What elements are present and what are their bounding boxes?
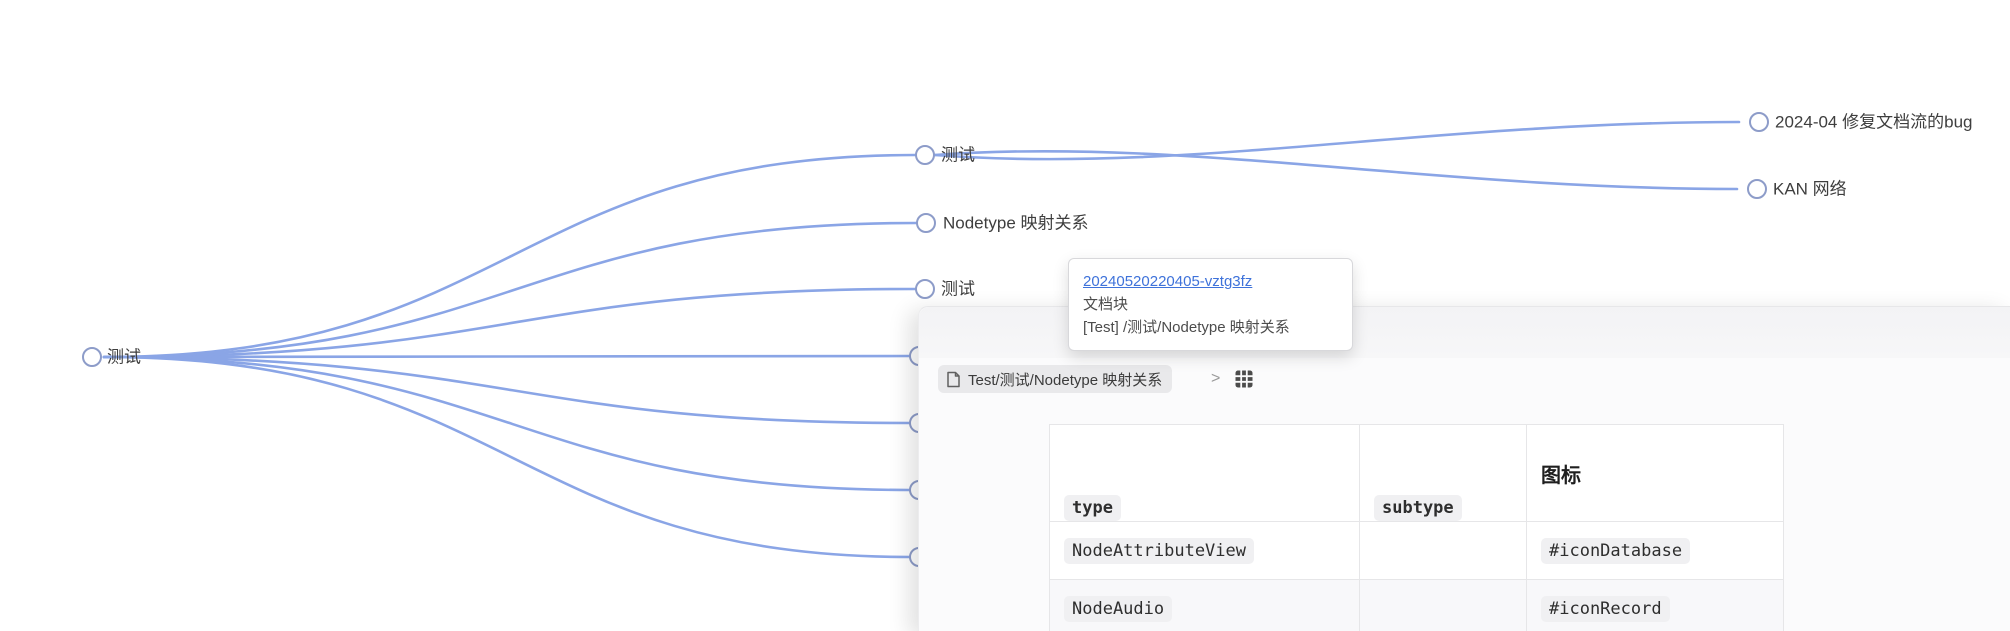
node-label[interactable]: Nodetype 映射关系 [943, 213, 1089, 233]
node-circle[interactable] [915, 279, 935, 299]
breadcrumb: Test/测试/Nodetype 映射关系 > [919, 359, 2010, 395]
table-row: NodeAttributeView #iconDatabase [1049, 521, 1784, 580]
edge [102, 355, 913, 425]
node-label[interactable]: 测试 [941, 145, 975, 165]
block-id-link[interactable]: 20240520220405-vztg3fz [1083, 273, 1253, 290]
tooltip-block-type: 文档块 [1083, 296, 1129, 313]
breadcrumb-separator: > [1211, 370, 1221, 387]
node-label[interactable]: 2024-04 修复文档流的bug [1775, 112, 1973, 132]
table-row: NodeAudio #iconRecord [1049, 579, 1784, 631]
breadcrumb-doc-label: Test/测试/Nodetype 映射关系 [968, 371, 1163, 389]
cell-type: NodeAttributeView [1049, 521, 1360, 580]
preview-window: Test/测试/Nodetype 映射关系 > type subtype 图标 [918, 306, 2010, 631]
cell-icon: #iconDatabase [1526, 521, 1784, 580]
cell-subtype [1359, 521, 1527, 580]
edge [102, 221, 918, 359]
node-circle[interactable] [915, 145, 935, 165]
node-circle[interactable] [1749, 112, 1769, 132]
header-cell-subtype: subtype [1359, 424, 1527, 522]
header-cell-type: type [1049, 424, 1360, 522]
attribute-table: type subtype 图标 NodeAttributeView #iconD… [1049, 424, 1784, 631]
node-circle-root[interactable] [82, 347, 102, 367]
node-label-root[interactable]: 测试 [107, 347, 141, 367]
edge [933, 120, 1741, 161]
edge [102, 355, 913, 492]
edge [102, 355, 913, 559]
edge [102, 354, 913, 359]
edge [102, 153, 917, 359]
edge [933, 149, 1739, 191]
table-header-row: type subtype 图标 [1049, 424, 1784, 522]
edge [102, 287, 917, 359]
cell-icon: #iconRecord [1526, 579, 1784, 631]
table-block-icon[interactable] [1233, 368, 1255, 390]
table-grid-icon [1235, 370, 1253, 388]
node-circle[interactable] [916, 213, 936, 233]
cell-type: NodeAudio [1049, 579, 1360, 631]
breadcrumb-doc-item[interactable]: Test/测试/Nodetype 映射关系 [938, 365, 1173, 393]
node-circle[interactable] [1747, 179, 1767, 199]
block-ref-tooltip: 20240520220405-vztg3fz 文档块 [Test] /测试/No… [1068, 258, 1353, 351]
cell-subtype [1359, 579, 1527, 631]
node-label[interactable]: KAN 网络 [1773, 179, 1847, 199]
tooltip-doc-path: [Test] /测试/Nodetype 映射关系 [1083, 319, 1290, 336]
document-icon [947, 371, 960, 387]
header-cell-icon: 图标 [1526, 424, 1784, 522]
node-label[interactable]: 测试 [941, 279, 975, 299]
